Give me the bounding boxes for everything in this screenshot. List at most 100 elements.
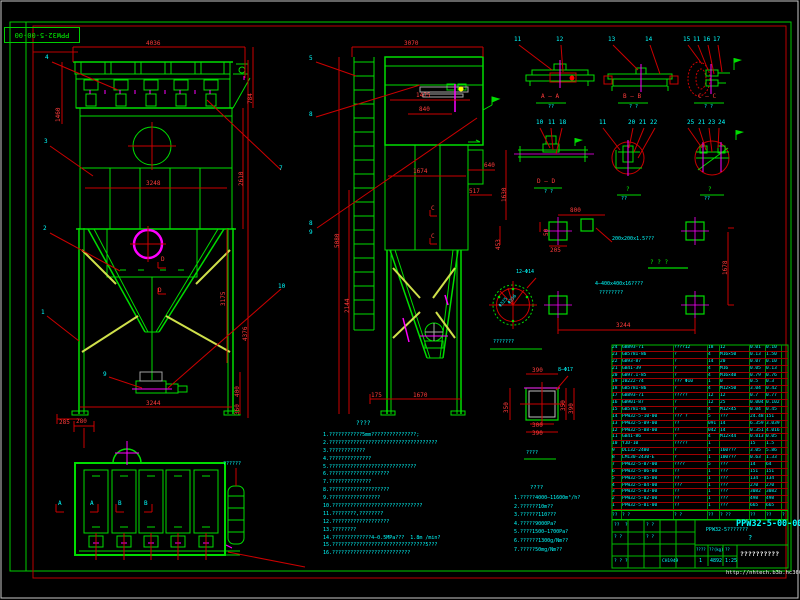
bom-cell: PPW32-5-08-00	[622, 427, 674, 434]
bom-cell: 1.50	[766, 351, 782, 358]
note-line: 2.????????????????????????????????????	[323, 439, 438, 446]
balloon-1: 1	[41, 309, 45, 316]
detail-title-e2: ?	[708, 186, 712, 193]
scale-value: 1:25	[725, 558, 738, 564]
bom-cell: 0.07	[750, 358, 766, 365]
bom-cell: 0.05	[766, 434, 782, 441]
dim-label: 21	[698, 119, 706, 126]
dim-label: 3070	[404, 40, 419, 47]
bom-cell: 1	[708, 482, 720, 489]
bom-cell: 1.33	[766, 455, 782, 461]
bom-cell: 1	[708, 468, 720, 475]
bom-header-cell: ??	[708, 511, 720, 519]
bom-cell: 1	[708, 489, 720, 496]
dim-label: 205	[550, 247, 561, 254]
balloon-4: 4	[45, 54, 49, 61]
bom-cell: 0.63	[750, 455, 766, 461]
technical-notes: 1.???????????5mm???????????????;2.??????…	[323, 432, 440, 558]
section-bb	[603, 44, 679, 104]
dim-label: 24	[718, 119, 726, 126]
bom-cell: 0.13	[766, 365, 782, 372]
bom-cell: GB93-87	[622, 358, 674, 365]
section-title-aa: A — A	[541, 93, 560, 100]
dim-label: 1460	[55, 107, 62, 122]
bom-cell: ?	[674, 365, 708, 372]
bom-cell: M12×50	[720, 386, 750, 393]
dim-label: 800	[570, 207, 581, 214]
note-line: 15.???????????????????????????????5???	[323, 542, 438, 549]
pulse-valve-dot	[458, 86, 464, 92]
balloon-7: 7	[279, 165, 283, 172]
corner-drawing-number: PPW32-5-00-00	[4, 27, 80, 43]
section-title-dd: D — D	[537, 178, 556, 185]
bom-cell: 160???	[720, 448, 750, 454]
note-line: 4.??????????????	[323, 455, 372, 462]
dim-label: 3248	[146, 180, 161, 187]
bom-cell: 0.351	[750, 427, 766, 434]
bom-cell: 5.86	[766, 448, 782, 454]
bom-cell: 270	[750, 482, 766, 489]
bom-cell: ??? Φ10	[674, 379, 708, 386]
note-line: 6.????????????????????	[323, 471, 390, 478]
dim-label: ? ?	[629, 104, 639, 110]
bom-cell: ???	[674, 482, 708, 489]
dim-label: 8—Φ17	[558, 367, 574, 373]
balloon-3: 3	[44, 138, 48, 145]
dim-label: 390	[532, 430, 543, 437]
bom-cell: ?	[674, 372, 708, 379]
bom-cell: 4	[708, 406, 720, 413]
bom-cell: 21	[612, 365, 622, 372]
bom-header-cell: ? ?	[622, 511, 674, 519]
bom-cell: PPW32-5-09-00	[622, 420, 674, 427]
plan-view-red	[55, 421, 306, 568]
dim-label: 350	[503, 402, 510, 413]
note-line: 16.??????????????????????????	[323, 550, 411, 557]
dim-label: 784	[247, 93, 254, 104]
bom-cell: PPW32-5-04-00	[622, 482, 674, 489]
note-line: 12.???????????????????	[323, 518, 390, 525]
title-block-grid	[611, 344, 789, 569]
dim-label: 11	[599, 119, 607, 126]
dim-label: 14	[645, 36, 653, 43]
bom-cell: 14	[720, 420, 750, 427]
bom-cell: ???	[720, 489, 750, 496]
sig-row-1: ?? ?	[614, 523, 628, 528]
bom-cell: 23	[612, 351, 622, 358]
balloon-2: 2	[43, 225, 47, 232]
bom-cell: 665	[766, 503, 782, 509]
dim-label: 453	[495, 239, 502, 250]
dim-label: 11	[693, 36, 701, 43]
dim-label: 11	[548, 119, 556, 126]
bom-cell: 0.10	[766, 358, 782, 365]
detail-e2	[687, 127, 744, 196]
bom-cell: ?????	[674, 441, 708, 448]
bom-cell: PPW32-5-02-00	[622, 496, 674, 503]
bom-cell: 498	[766, 496, 782, 503]
bom-cell: 64	[766, 461, 782, 468]
bom-cell: GB901-87	[622, 400, 674, 406]
front-view	[71, 61, 251, 416]
bom-cell: M16×50	[720, 351, 750, 358]
section-letter-c: C	[431, 205, 435, 212]
section-dd	[514, 127, 594, 189]
dim-label: ? ?	[544, 189, 554, 195]
bom-cell: 1	[708, 455, 720, 461]
bom-cell: 11	[612, 434, 622, 441]
bom-cell: M16×40	[720, 372, 750, 379]
dim-label: 1670	[413, 392, 428, 399]
bom-cell: ???	[720, 482, 750, 489]
bom-cell: 4	[708, 372, 720, 379]
bom-cell: PPW32-5-07-00	[622, 461, 674, 468]
dim-label: ????????	[599, 290, 624, 296]
bom-cell: ?	[674, 400, 708, 406]
dim-label: 15	[683, 36, 691, 43]
bom-cell: 4	[708, 351, 720, 358]
section-title-bb: B — B	[623, 93, 642, 100]
